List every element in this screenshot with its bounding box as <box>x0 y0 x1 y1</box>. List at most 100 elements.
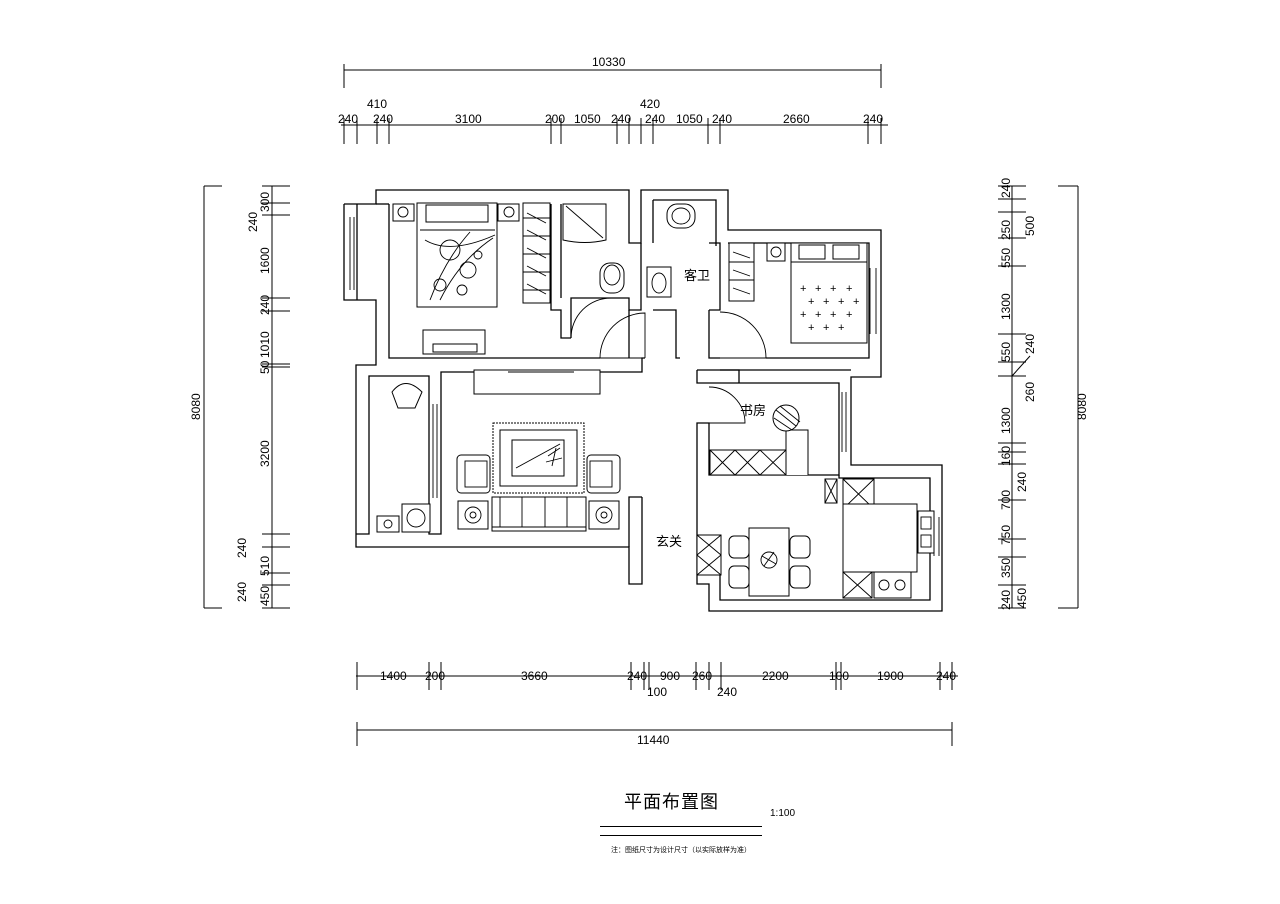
dim-bottom-seg: 260 <box>692 669 712 683</box>
svg-text:+: + <box>853 296 859 308</box>
master-wardrobe <box>522 202 551 304</box>
svg-text:+: + <box>846 309 852 321</box>
dim-top-seg: 200 <box>545 112 565 126</box>
living-armchair-left <box>456 454 491 494</box>
bottom-dimensions: 1400 200 3660 240 900 260 2200 100 1900 … <box>356 662 958 747</box>
dim-top-seg: 240 <box>863 112 883 126</box>
svg-text:+: + <box>823 296 829 308</box>
balcony-chair <box>391 383 423 409</box>
dim-bottom-seg: 2200 <box>762 669 789 683</box>
living-room-rug <box>492 422 585 494</box>
second-bedroom <box>728 242 868 344</box>
dim-bottom-seg: 900 <box>660 669 680 683</box>
svg-text:+: + <box>800 283 806 295</box>
dim-bottom-seg: 1900 <box>877 669 904 683</box>
dim-right-seg: 550 <box>999 248 1013 268</box>
svg-text:+: + <box>838 296 844 308</box>
living-sofa <box>457 496 620 532</box>
dim-right-seg: 500 <box>1023 216 1037 236</box>
dim-top-420: 420 <box>640 97 660 111</box>
dim-top-seg: 240 <box>338 112 358 126</box>
svg-text:+: + <box>823 322 829 334</box>
walls <box>343 189 943 612</box>
nightstand-left <box>392 203 415 222</box>
guest-bath: 客卫 <box>646 203 710 298</box>
dim-right-seg: 350 <box>999 558 1013 578</box>
kitchen <box>824 478 935 599</box>
master-tv-cabinet <box>422 329 486 355</box>
dim-right-seg: 240 <box>1023 334 1037 354</box>
svg-text:+: + <box>808 322 814 334</box>
dim-right-overall: 8080 <box>1075 393 1089 420</box>
room-label-entrance: 玄关 <box>656 534 682 549</box>
svg-text:+: + <box>838 322 844 334</box>
dim-left-seg: 510 <box>258 556 272 576</box>
dim-left-seg: 300 <box>258 192 272 212</box>
room-label-guest-bath: 客卫 <box>684 268 710 283</box>
drawing-scale: 1:100 <box>770 808 796 819</box>
nightstand-right <box>497 203 520 222</box>
dim-left-seg: 1600 <box>258 247 272 274</box>
svg-text:+: + <box>846 283 852 295</box>
svg-text:+: + <box>815 283 821 295</box>
dining-set: 玄关 <box>656 527 811 597</box>
master-bed <box>416 202 498 308</box>
svg-text:+: + <box>815 309 821 321</box>
svg-text:+: + <box>800 309 806 321</box>
second-bed-pattern: ++++ ++++ ++++ +++ <box>800 283 859 334</box>
dim-right-seg: 550 <box>999 342 1013 362</box>
living-armchair-right <box>586 454 621 494</box>
dim-top-seg: 1050 <box>676 112 703 126</box>
drawing-note: 注：图纸尺寸为设计尺寸（以实际放样为准） <box>611 846 751 854</box>
left-dimensions: 8080 300 240 1600 240 1010 50 3200 240 5… <box>189 185 290 609</box>
room-label-study: 书房 <box>740 403 766 418</box>
study-furniture: 书房 <box>709 403 809 476</box>
svg-text:+: + <box>830 309 836 321</box>
dim-right-seg: 1300 <box>999 293 1013 320</box>
dim-bottom-seg: 200 <box>425 669 445 683</box>
dim-bottom-overall: 11440 <box>637 733 670 747</box>
dim-right-seg: 260 <box>1023 382 1037 402</box>
dim-right-seg: 450 <box>1015 588 1029 608</box>
dim-right-seg: 240 <box>1015 472 1029 492</box>
dim-bottom-seg: 240 <box>936 669 956 683</box>
dim-left-seg: 1010 <box>258 331 272 358</box>
washing-machine <box>376 503 431 533</box>
dim-top-overall: 10330 <box>592 55 626 69</box>
dim-left-seg: 240 <box>258 295 272 315</box>
dim-top-seg: 240 <box>645 112 665 126</box>
dim-bottom-seg: 3660 <box>521 669 548 683</box>
dim-bottom-100: 100 <box>647 685 667 699</box>
dim-top-seg: 240 <box>712 112 732 126</box>
dim-left-seg: 3200 <box>258 440 272 467</box>
dim-top-seg: 1050 <box>574 112 601 126</box>
dim-right-seg: 700 <box>999 490 1013 510</box>
top-dimensions: 10330 410 420 240 240 3100 200 1050 240 … <box>338 55 888 144</box>
dim-left-seg: 240 <box>246 212 260 232</box>
dim-left-overall: 8080 <box>189 393 203 420</box>
dim-right-seg: 160 <box>999 446 1013 466</box>
living-tv-cabinet <box>473 369 601 395</box>
dim-top-410: 410 <box>367 97 387 111</box>
dim-right-seg: 750 <box>999 525 1013 545</box>
dim-top-seg: 3100 <box>455 112 482 126</box>
dim-top-seg: 240 <box>373 112 393 126</box>
dim-left-seg: 240 <box>235 538 249 558</box>
dim-top-seg: 2660 <box>783 112 810 126</box>
dim-bottom-240: 240 <box>717 685 737 699</box>
svg-text:+: + <box>808 296 814 308</box>
svg-text:+: + <box>830 283 836 295</box>
dim-left-seg: 450 <box>258 586 272 606</box>
dim-left-seg: 240 <box>235 582 249 602</box>
title-underline <box>600 826 762 836</box>
master-bath <box>562 203 625 294</box>
dim-right-seg: 240 <box>999 178 1013 198</box>
dim-top-seg: 240 <box>611 112 631 126</box>
drawing-title: 平面布置图 <box>624 792 719 813</box>
dim-left-seg: 50 <box>258 360 272 374</box>
doors <box>570 297 767 424</box>
dim-bottom-seg: 1400 <box>380 669 407 683</box>
dim-right-seg: 240 <box>999 590 1013 610</box>
dim-bottom-seg: 100 <box>829 669 849 683</box>
dim-right-seg: 250 <box>999 220 1013 240</box>
